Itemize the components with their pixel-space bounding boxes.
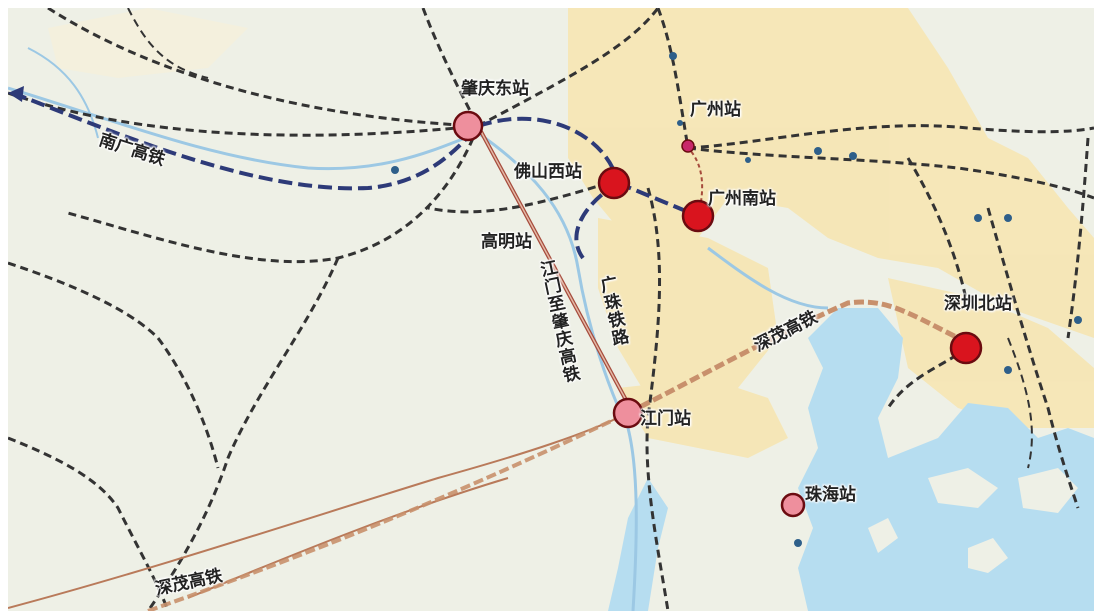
- arrow-west-icon: [8, 86, 24, 102]
- islands: [868, 468, 1078, 573]
- station-label-shenzhen-north[interactable]: 深圳北站: [944, 294, 1012, 314]
- station-label-zhuhai[interactable]: 珠海站: [805, 485, 856, 505]
- station-label-gaoming[interactable]: 高明站: [481, 232, 532, 252]
- station-label-jiangmen[interactable]: 江门站: [640, 409, 691, 429]
- station-label-guangzhou-south[interactable]: 广州南站: [708, 189, 776, 209]
- rail-map[interactable]: 肇庆东站 广州站 佛山西站 广州南站 高明站 深圳北站 江门站 珠海站 南广高铁…: [8, 8, 1094, 611]
- station-label-guangzhou[interactable]: 广州站: [690, 100, 741, 120]
- town-markers: [391, 52, 1082, 547]
- map-canvas: [8, 8, 1094, 611]
- shenmao-hsr-line: [147, 299, 970, 611]
- station-markers[interactable]: [452, 110, 983, 518]
- station-label-zhaoqing-east[interactable]: 肇庆东站: [461, 79, 529, 99]
- station-label-foshan-west[interactable]: 佛山西站: [514, 162, 582, 182]
